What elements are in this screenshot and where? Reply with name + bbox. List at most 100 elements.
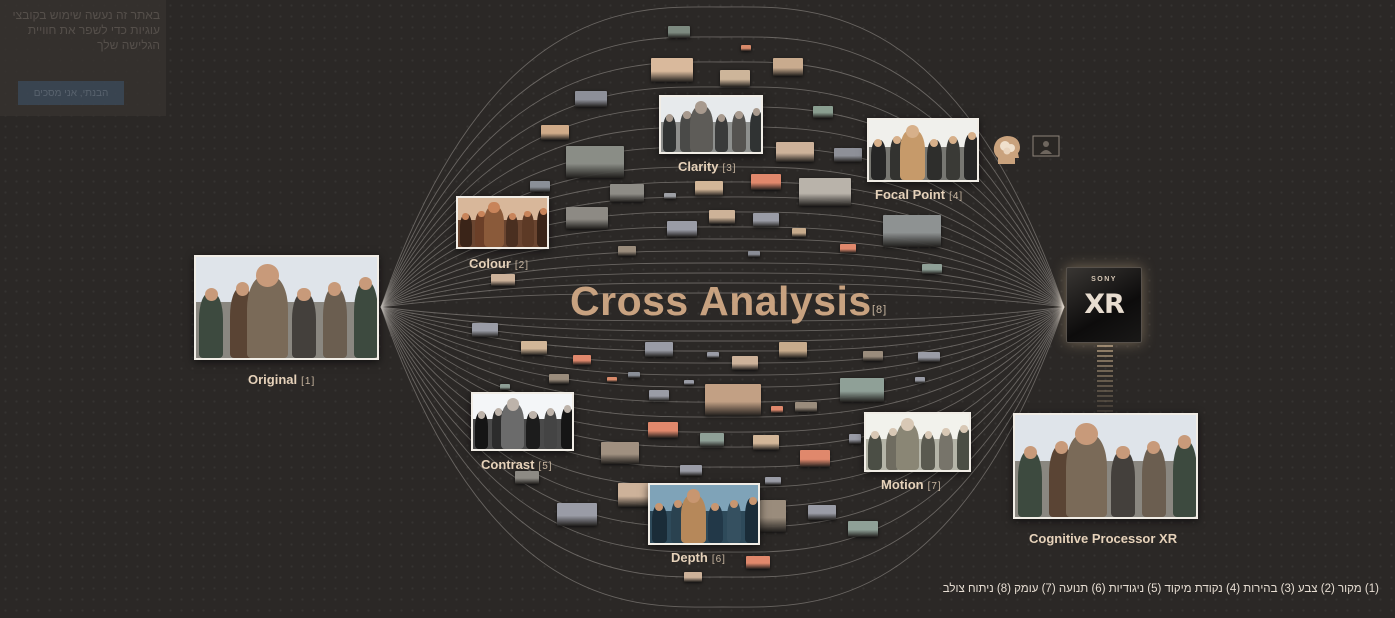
original-image <box>194 255 379 360</box>
analysis-tile <box>834 148 862 162</box>
figure-head <box>942 428 951 437</box>
figure <box>921 432 936 470</box>
figure <box>322 287 347 358</box>
analysis-tile <box>840 378 884 402</box>
figure-head <box>665 114 674 122</box>
analysis-tile <box>840 244 856 253</box>
xr-processor-chip: SONY XR <box>1066 267 1142 343</box>
analysis-tile <box>472 323 498 337</box>
analysis-tile <box>800 450 830 467</box>
figure-head <box>673 499 682 508</box>
analysis-tile <box>746 556 770 569</box>
figure-head <box>1023 446 1038 460</box>
figure-head <box>1177 435 1192 449</box>
analysis-tile <box>765 477 781 485</box>
analysis-tile <box>771 406 783 413</box>
figure-head <box>358 277 373 291</box>
analysis-tile <box>753 213 779 227</box>
depth-image <box>648 483 760 545</box>
analysis-tile <box>799 178 851 206</box>
label-text: Contrast <box>481 457 535 472</box>
figure <box>939 429 954 470</box>
analysis-tile <box>918 352 940 362</box>
figure-head <box>508 213 516 221</box>
label-index: [4] <box>949 191 964 202</box>
figure-head <box>529 411 537 419</box>
cookie-accept-button[interactable]: הבנתי, אני מסכים <box>18 81 124 105</box>
figure <box>521 211 534 247</box>
focal-image <box>867 118 979 182</box>
analysis-tile <box>668 26 690 38</box>
analysis-tile <box>684 572 702 582</box>
label-text: Clarity <box>678 159 719 174</box>
analysis-tile <box>883 215 941 247</box>
figure-head <box>1116 446 1130 460</box>
clarity-label: Clarity[3] <box>678 159 737 174</box>
analysis-tile <box>680 465 702 476</box>
figure <box>680 494 706 543</box>
figure <box>526 412 540 449</box>
figure-head <box>495 408 503 416</box>
analysis-tile <box>707 352 719 358</box>
figure <box>964 133 977 180</box>
analysis-tile <box>610 184 644 202</box>
analysis-tile <box>863 351 883 361</box>
analysis-tile <box>792 228 806 237</box>
analysis-tile <box>566 207 608 229</box>
analysis-tile <box>813 106 833 118</box>
figure <box>501 402 525 449</box>
figure <box>1172 440 1196 517</box>
analysis-tile <box>705 384 761 416</box>
analysis-tile <box>521 341 547 355</box>
label-text: Cognitive Processor XR <box>1029 531 1178 546</box>
figure-head <box>717 114 726 122</box>
figure <box>708 504 723 543</box>
figure-head <box>694 101 708 114</box>
analysis-tile <box>760 500 786 532</box>
figure-head <box>892 135 901 144</box>
figure-head <box>235 282 249 296</box>
analysis-tile <box>549 374 569 384</box>
label-index: [1] <box>301 376 316 387</box>
analysis-tile <box>700 433 724 447</box>
label-text: Original <box>248 372 298 387</box>
figure-head <box>948 135 957 144</box>
figure-head <box>735 111 743 119</box>
cross-analysis-title: Cross Analysis <box>570 278 872 324</box>
connection-line <box>380 306 1065 578</box>
figure <box>543 409 557 449</box>
analysis-tile <box>601 442 639 464</box>
figure <box>1141 445 1166 517</box>
figure-head <box>539 208 547 215</box>
label-text: Focal Point <box>875 187 946 202</box>
motion-image <box>864 412 971 472</box>
figure <box>749 109 761 152</box>
connection-line <box>380 306 1065 376</box>
figure-head <box>871 431 879 440</box>
figure-head <box>905 124 920 139</box>
analysis-tile <box>779 342 807 358</box>
analysis-tile <box>648 422 678 438</box>
analysis-tile <box>645 342 673 357</box>
label-index: [2] <box>514 260 530 271</box>
figure-head <box>752 108 761 116</box>
analysis-tile <box>741 45 751 51</box>
cross-analysis-index: [8] <box>872 304 888 316</box>
figure-head <box>563 405 572 413</box>
analysis-tile <box>753 435 779 450</box>
connection-line <box>380 226 1065 308</box>
analysis-tile <box>575 91 607 107</box>
figure <box>474 412 489 449</box>
output-label: Cognitive Processor XR <box>1029 531 1177 546</box>
analysis-tile <box>695 181 723 196</box>
analysis-tile <box>491 274 515 286</box>
analysis-tile <box>618 246 636 256</box>
screen-icon <box>1032 135 1060 157</box>
figure <box>353 282 377 358</box>
figure-head <box>729 499 738 508</box>
label-text: Motion <box>881 477 924 492</box>
analysis-tile <box>751 174 781 190</box>
figure <box>1110 451 1135 517</box>
depth-label: Depth[6] <box>671 550 726 565</box>
figure <box>867 432 882 470</box>
